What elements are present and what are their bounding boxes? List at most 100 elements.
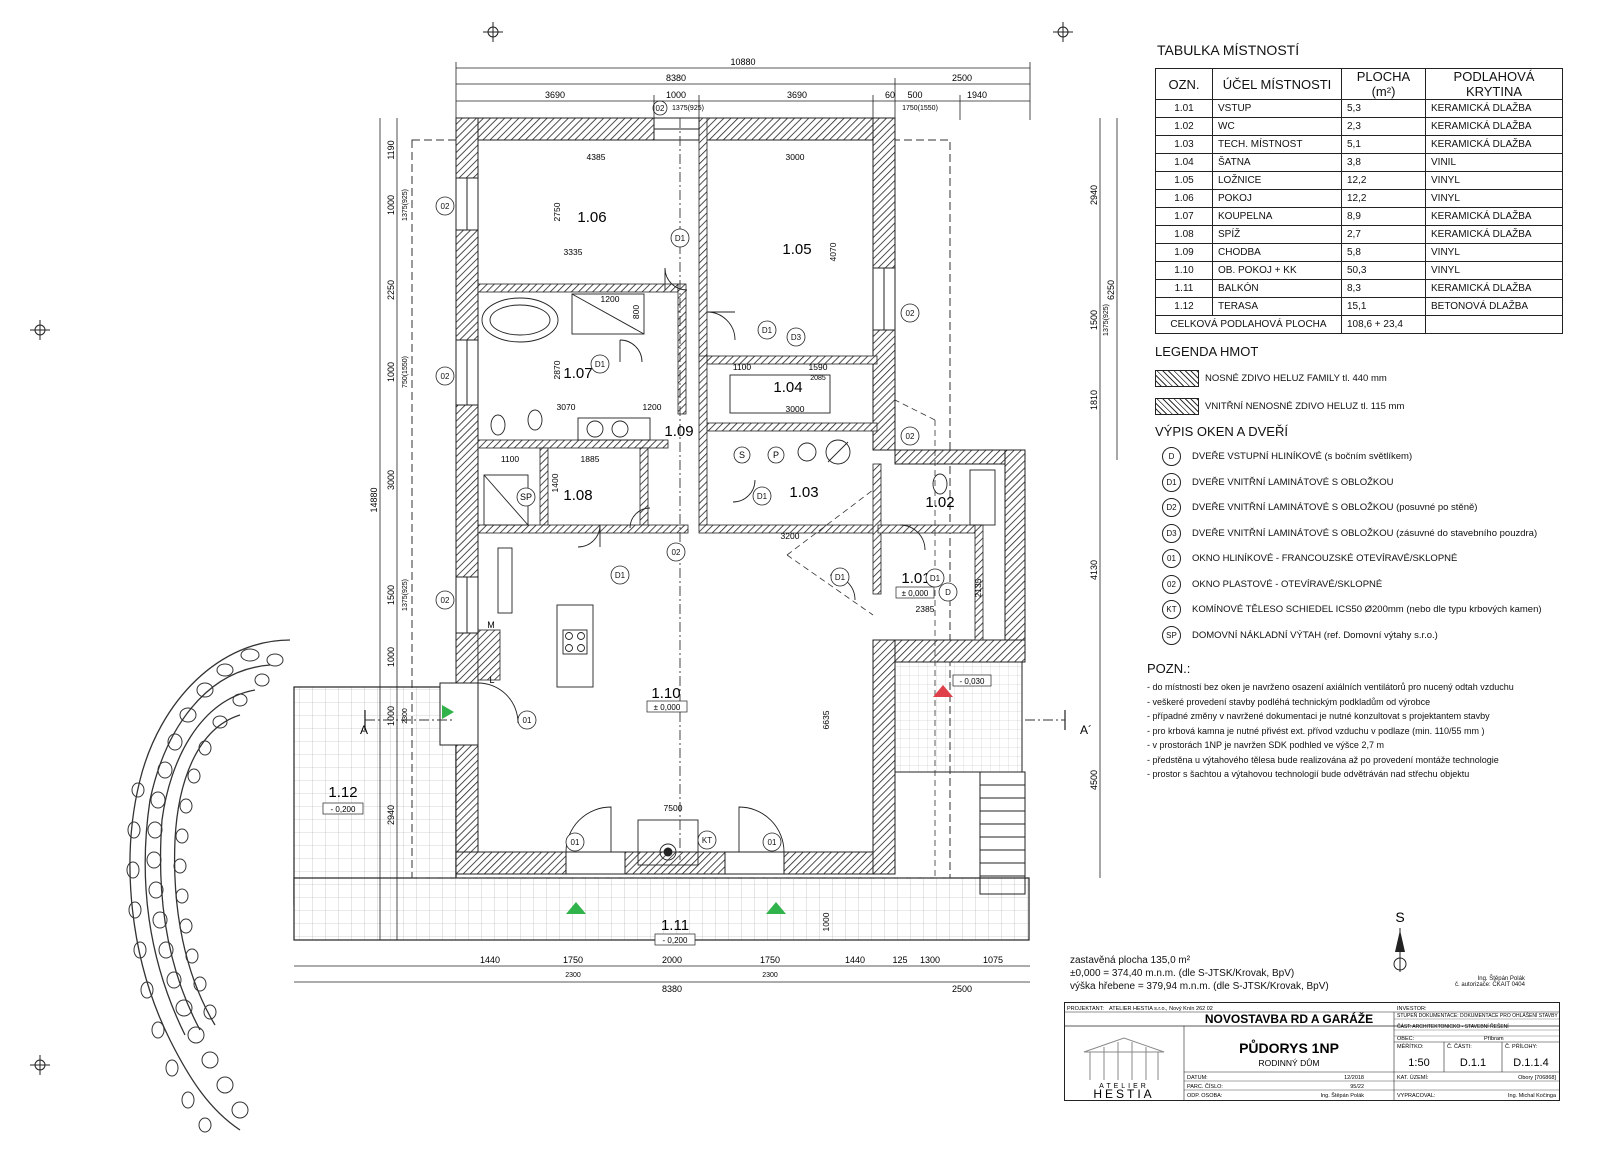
- dim: 1000: [666, 90, 686, 100]
- marker-d1: D1: [675, 234, 686, 243]
- dim: 1590: [809, 362, 828, 372]
- note-line: - veškeré provedení stavby podléhá techn…: [1147, 696, 1431, 707]
- cell-ozn: 1.06: [1155, 189, 1213, 208]
- cast: ČÁST: ARCHITEKTONICKO - STAVEBNÍ ŘEŠENÍ: [1397, 1022, 1509, 1030]
- cell-ucel: OB. POKOJ + KK: [1212, 261, 1342, 280]
- marker-02: 02: [441, 596, 450, 605]
- room-1-08: 1.08: [563, 487, 592, 504]
- dim: 1750(1550): [902, 105, 938, 112]
- label-s: S: [739, 450, 745, 460]
- north-arrow-icon: [1395, 930, 1405, 952]
- drawing-subtitle: RODINNÝ DŮM: [1259, 1057, 1320, 1068]
- dimension-lines: [294, 62, 1118, 983]
- room-table-title: TABULKA MÍSTNOSTÍ: [1157, 42, 1300, 58]
- dim: 2135: [973, 578, 983, 597]
- dim: 4385: [587, 152, 606, 162]
- cell-ozn: 1.10: [1155, 261, 1213, 280]
- dim: 1100: [733, 362, 752, 372]
- opening-symbol-icon: SP: [1162, 625, 1181, 645]
- cell-ucel: KOUPELNA: [1212, 207, 1342, 226]
- opening-symbol-icon: D1: [1162, 472, 1181, 492]
- dim: 14880: [369, 487, 379, 512]
- dim: 1885: [581, 454, 600, 464]
- opening-symbol-icon: D3: [1162, 523, 1181, 543]
- cell-krytina: VINIL: [1425, 153, 1563, 172]
- room-1-09: 1.09: [664, 423, 693, 440]
- dim: 125: [892, 955, 907, 965]
- dim: 3070: [557, 402, 576, 412]
- legend-partition-label: VNITŘNÍ NENOSNÉ ZDIVO HELUZ tl. 115 mm: [1205, 401, 1405, 412]
- cell-krytina: KERAMICKÁ DLAŽBA: [1425, 279, 1563, 298]
- room-1-10: 1.10: [651, 685, 680, 702]
- interior-floor: [478, 141, 873, 871]
- dim: 2300: [762, 972, 778, 979]
- door-swings: [477, 267, 926, 853]
- dim: 2870: [552, 360, 562, 379]
- dimension-texts-left: 1190 1000 1375(925) 2250 1000 750(1550) …: [369, 140, 409, 825]
- note-line: - předstěna u výtahového tělesa bude rea…: [1147, 754, 1499, 765]
- date-value: 12/2018: [1344, 1075, 1364, 1081]
- dim: 3000: [786, 404, 805, 414]
- dim: 2300: [565, 972, 581, 979]
- opening-text: DVEŘE VNITŘNÍ LAMINÁTOVÉ S OBLOŽKOU (zás…: [1192, 527, 1538, 539]
- label-p: P: [773, 450, 779, 460]
- north-label: S: [1395, 909, 1404, 925]
- opening-text: DVEŘE VNITŘNÍ LAMINÁTOVÉ S OBLOŽKOU: [1192, 476, 1394, 488]
- investor-label: INVESTOR:: [1397, 1006, 1427, 1012]
- marker-02: 02: [656, 104, 665, 113]
- cell-krytina: KERAMICKÁ DLAŽBA: [1425, 225, 1563, 244]
- kitchen-island: [556, 604, 594, 688]
- dim: 1750: [760, 955, 780, 965]
- seal: Ing. Štěpán Polák č. autorizace: ČKAIT 0…: [1455, 976, 1525, 988]
- cell-plocha: 8,9: [1341, 207, 1426, 226]
- opening-text: KOMÍNOVÉ TĚLESO SCHIEDEL ICS50 Ø200mm (n…: [1192, 604, 1542, 615]
- note-line: - pro krbová kamna je nutné přivést ext.…: [1147, 725, 1485, 736]
- cell-plocha: 5,1: [1341, 135, 1426, 154]
- marker-02: 02: [441, 372, 450, 381]
- boiler: [825, 439, 851, 465]
- stupen: STUPEŇ DOKUMENTACE: DOKUMENTACE PRO OHLÁ…: [1397, 1012, 1558, 1019]
- marker-d1: D1: [930, 574, 941, 583]
- dim: 60: [885, 90, 895, 100]
- cell-krytina: KERAMICKÁ DLAŽBA: [1425, 117, 1563, 136]
- cooktop: [562, 629, 588, 655]
- legend-title: LEGENDA HMOT: [1155, 344, 1259, 359]
- opening-symbol-icon: D2: [1162, 498, 1181, 517]
- toilet: [490, 414, 506, 436]
- sink: [586, 420, 604, 438]
- stairs: [979, 771, 1026, 895]
- marker-01: 01: [523, 716, 532, 725]
- vypracoval-label: VYPRACOVAL:: [1397, 1093, 1436, 1099]
- dim: 2940: [386, 805, 396, 825]
- projektant-value: ATELIER HESTIA s.r.o., Nový Knín 262 02: [1109, 1006, 1213, 1012]
- room-labels: 1.06 1.05 1.07 1.04 1.09 1.08 1.03 1.02 …: [328, 209, 954, 934]
- cell-krytina: KERAMICKÁ DLAŽBA: [1425, 99, 1563, 118]
- cell-ucel: ŠATNA: [1212, 153, 1342, 172]
- marker-d1: D1: [615, 571, 626, 580]
- cell-krytina: VINYL: [1425, 243, 1563, 262]
- cell-plocha: 3,8: [1341, 153, 1426, 172]
- gravel-path: [126, 639, 291, 1133]
- dim: 2385: [916, 604, 935, 614]
- seal-name: Ing. Štěpán Polák: [1477, 976, 1525, 982]
- north-arrow: S: [1393, 909, 1407, 972]
- dim: 1500: [386, 585, 396, 605]
- cell-ozn: 1.05: [1155, 171, 1213, 190]
- note-line: - v prostorách 1NP je navržen SDK podhle…: [1147, 740, 1384, 750]
- drawing-title: PŮDORYS 1NP: [1239, 1038, 1339, 1056]
- hatch-partition-icon: [1155, 398, 1199, 415]
- room-table-total: CELKOVÁ PODLAHOVÁ PLOCHA 108,6 + 23,4: [1155, 315, 1563, 334]
- room-table-header: OZN. ÚČEL MÍSTNOSTI PLOCHA (m²) PODLAHOV…: [1155, 68, 1563, 100]
- dim: 1075: [983, 955, 1003, 965]
- marker-02: 02: [906, 432, 915, 441]
- cell-ucel: TERASA: [1212, 297, 1342, 316]
- marker-d1: D1: [835, 573, 846, 582]
- section-label-right: A´: [1080, 723, 1092, 737]
